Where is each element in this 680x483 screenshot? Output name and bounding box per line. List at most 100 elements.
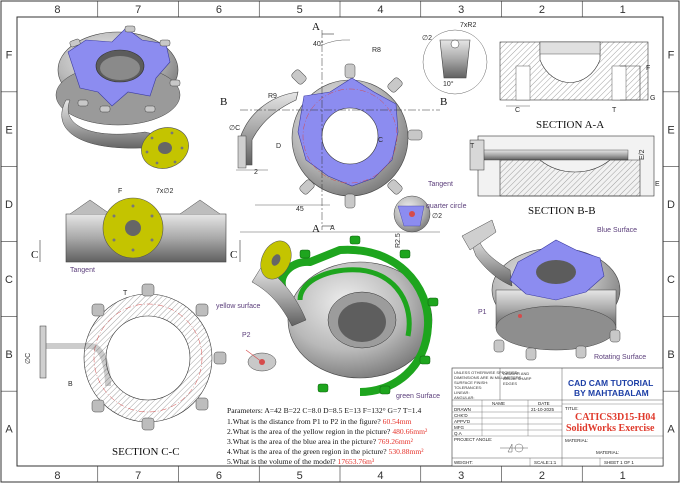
- scale-label: SCALE:1:1: [534, 460, 557, 465]
- zone-col-top: 4: [377, 4, 383, 16]
- dim-g-aa: G: [650, 95, 655, 102]
- dim-r2-5: R2.5: [395, 233, 402, 248]
- dim-diaC: ∅C: [229, 125, 240, 132]
- zone-col-top: 2: [539, 4, 545, 16]
- dim-e: E: [655, 181, 660, 188]
- deburr-2: BREAK SHARP: [503, 376, 532, 381]
- row-drawn: DRAWN: [454, 407, 471, 412]
- zone-row-right: C: [667, 274, 675, 286]
- dim-c: C: [378, 137, 383, 144]
- cut-a-bottom: A: [312, 223, 320, 235]
- zone-col-bottom: 4: [377, 470, 383, 482]
- zone-col-bottom: 2: [539, 470, 545, 482]
- question-3: 3.What is the area of the blue area in t…: [227, 437, 414, 446]
- dim-r8: R8: [372, 47, 381, 54]
- yellow-flange-iso: [141, 127, 189, 169]
- zone-col-bottom: 6: [216, 470, 222, 482]
- dim-t-aa: T: [612, 107, 617, 114]
- blue-face-right: [509, 239, 605, 301]
- deburr-1: DEBURR AND: [503, 371, 529, 376]
- zone-row-left: A: [5, 424, 13, 436]
- side-view-c: [39, 197, 241, 263]
- section-cc-label: SECTION C-C: [112, 446, 180, 458]
- zone-row-right: B: [667, 349, 674, 361]
- dim-b-cc: B: [68, 381, 73, 388]
- section-bb-view: T E/2 E quarter circle: [426, 135, 660, 210]
- dim-dia2-tangent: ∅2: [432, 213, 442, 220]
- deburr-3: EDGES: [503, 381, 517, 386]
- blue-face-front: [297, 77, 399, 187]
- zone-row-right: D: [667, 199, 675, 211]
- parameters-line: Parameters: A=42 B=22 C=8.0 D=8.5 E=13 F…: [227, 406, 422, 415]
- brand-line-1: CAD CAM TUTORIAL: [568, 378, 653, 388]
- brand-line-2: BY MAHTABALAM: [574, 388, 649, 398]
- drawn-date: 21-10-2025: [531, 407, 555, 412]
- zone-col-bottom: 7: [135, 470, 141, 482]
- dim-c-aa: C: [515, 107, 520, 114]
- weight-label: WEIGHT:: [454, 460, 473, 465]
- dim-angle-40: 40°: [313, 40, 324, 48]
- dim-7xr2: 7xR2: [460, 22, 476, 29]
- dim-t-bb: T: [470, 143, 475, 150]
- tangent-detail: Tangent ∅2 R2.5: [393, 181, 453, 248]
- zone-row-left: B: [5, 349, 12, 361]
- note-5: LINEAR:: [454, 390, 470, 395]
- question-1: 1.What is the distance from P1 to P2 in …: [227, 417, 412, 426]
- material-value: MATERIAL:: [596, 450, 619, 455]
- note-2: DIMENSIONS ARE IN MILLIMETERS: [454, 375, 522, 380]
- part-name: SolidWorks Exercise: [566, 423, 655, 434]
- zone-col-top: 8: [54, 4, 60, 16]
- blue-face-iso: [67, 27, 171, 107]
- sheet-label: SHEET 1 OF 1: [604, 460, 634, 465]
- title-block: [451, 367, 664, 467]
- section-aa-label: SECTION A-A: [536, 119, 604, 131]
- row-appvd: APPV'D: [454, 419, 471, 424]
- isometric-view-green: [245, 235, 439, 396]
- cut-b-left: B: [220, 96, 227, 108]
- front-view: [236, 30, 440, 233]
- section-bb-label: SECTION B-B: [528, 205, 596, 217]
- cut-c-right: C: [230, 249, 237, 261]
- note-3: SURFACE FINISH:: [454, 380, 488, 385]
- zone-row-left: E: [5, 124, 12, 136]
- row-mfg: MFG: [454, 425, 464, 430]
- question-5: 5.What is the volume of the model? 17653…: [227, 457, 375, 466]
- dim-d: D: [276, 143, 281, 150]
- dim-f-side: F: [118, 188, 122, 195]
- dim-a: A: [330, 225, 335, 232]
- zone-col-bottom: 8: [54, 470, 60, 482]
- zone-col-bottom: 5: [297, 470, 303, 482]
- cut-a-top: A: [312, 21, 320, 33]
- callout-green-surface: green Surface: [396, 393, 440, 400]
- zone-row-left: D: [5, 199, 13, 211]
- dim-t-cc: T: [123, 290, 128, 297]
- zone-col-top: 5: [297, 4, 303, 16]
- note-6: ANGULAR:: [454, 395, 474, 400]
- zone-row-right: F: [668, 49, 675, 61]
- name-header: NAME: [492, 401, 505, 406]
- part-code: CATICS3D15-H04: [575, 412, 655, 423]
- zone-row-left: C: [5, 274, 13, 286]
- zone-col-bottom: 1: [620, 470, 626, 482]
- dim-r9: R9: [268, 93, 277, 100]
- project-angle: PROJECT ANGLE:: [454, 437, 492, 442]
- dim-45: 45: [296, 206, 304, 213]
- yellow-flange-green-iso: [260, 240, 292, 280]
- title-label: TITLE:: [565, 406, 579, 411]
- dim-10deg: 10°: [443, 80, 454, 88]
- dim-diaC-cc: ∅C: [25, 353, 32, 364]
- row-qa: Q.A: [454, 431, 462, 436]
- callout-p1: P1: [478, 309, 487, 316]
- dim-dia2-ear: ∅2: [422, 35, 432, 42]
- callout-yellow-surface: yellow surface: [216, 303, 260, 310]
- zone-row-right: E: [667, 124, 674, 136]
- question-4: 4.What is the area of the green region i…: [227, 447, 424, 456]
- zone-col-top: 6: [216, 4, 222, 16]
- zone-col-top: 7: [135, 4, 141, 16]
- isometric-view-right: [461, 219, 621, 361]
- row-chkd: CHK'D: [454, 413, 468, 418]
- ear-detail: 7xR2 ∅2 10°: [422, 22, 488, 95]
- callout-quarter-circle: quarter circle: [426, 203, 467, 210]
- zone-row-left: F: [6, 49, 13, 61]
